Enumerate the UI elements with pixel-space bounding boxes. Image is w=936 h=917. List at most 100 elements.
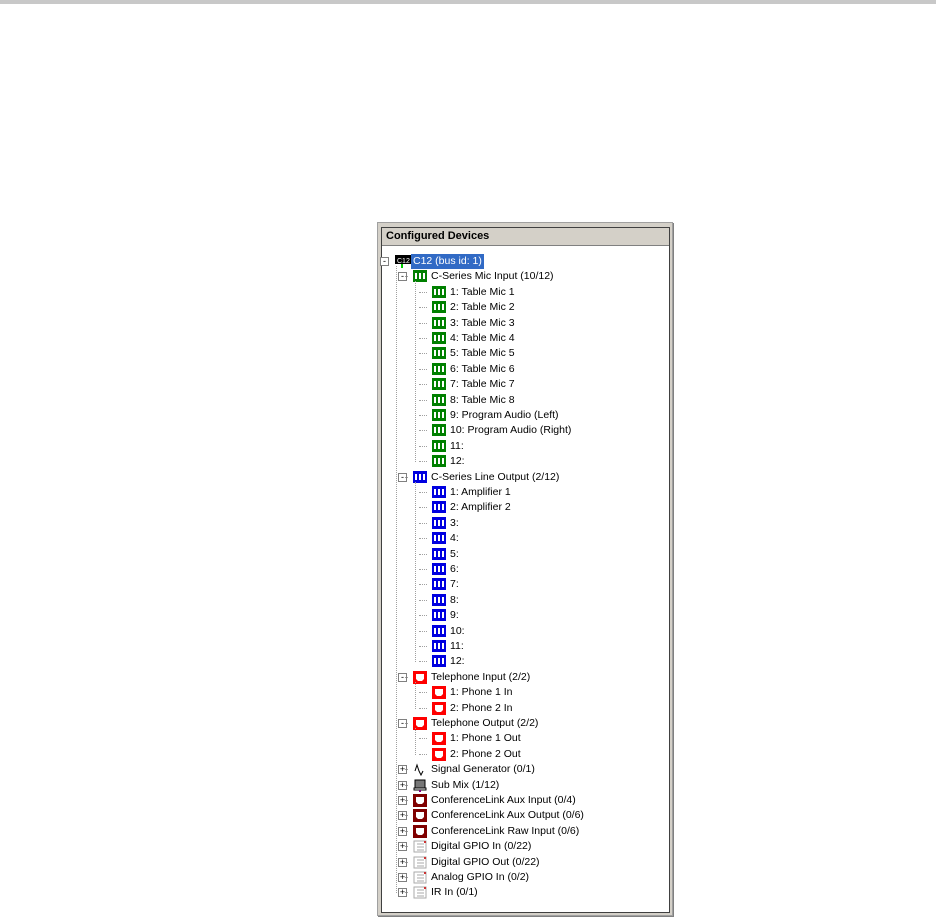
- tree-node[interactable]: -Telephone Input (2/2): [382, 670, 662, 685]
- tree-item-label[interactable]: 10: Program Audio (Right): [450, 424, 572, 437]
- tree-item[interactable]: 11:: [382, 639, 662, 654]
- tree-item-label[interactable]: 9:: [450, 609, 459, 622]
- telephone-icon: [432, 701, 446, 715]
- tree-item-label[interactable]: Telephone Input (2/2): [431, 670, 531, 683]
- tree-item-label[interactable]: 3: Table Mic 3: [450, 316, 515, 329]
- tree-node[interactable]: +ConferenceLink Aux Input (0/4): [382, 793, 662, 808]
- tree-item[interactable]: 1: Table Mic 1: [382, 285, 662, 300]
- tree-connector: [419, 338, 427, 339]
- tree-item[interactable]: 4:: [382, 531, 662, 546]
- tree-item-label[interactable]: 9: Program Audio (Left): [450, 409, 559, 421]
- tree-item-label[interactable]: 8: Table Mic 8: [450, 393, 515, 406]
- line-output-icon: [432, 532, 446, 545]
- tree-item[interactable]: 11:: [382, 439, 662, 454]
- tree-item[interactable]: 6:: [382, 562, 662, 577]
- tree-item-label[interactable]: 1: Table Mic 1: [450, 285, 515, 298]
- tree-item-label[interactable]: 3:: [450, 516, 459, 529]
- tree-item-label[interactable]: 8:: [450, 593, 459, 606]
- tree-item[interactable]: 12:: [382, 454, 662, 469]
- tree-item-label[interactable]: 2: Phone 2 Out: [450, 747, 521, 760]
- tree-item[interactable]: 8: Table Mic 8: [382, 393, 662, 408]
- tree-item[interactable]: 7: Table Mic 7: [382, 377, 662, 392]
- tree-item[interactable]: 8:: [382, 593, 662, 608]
- tree-item[interactable]: 12:: [382, 654, 662, 669]
- tree-item-label[interactable]: 1: Amplifier 1: [450, 486, 511, 498]
- tree-item-label[interactable]: Analog GPIO In (0/2): [431, 871, 530, 883]
- tree-item[interactable]: 1: Phone 1 Out: [382, 731, 662, 746]
- tree-item-label[interactable]: 11:: [450, 640, 464, 652]
- tree-node[interactable]: +Sub Mix (1/12): [382, 778, 662, 793]
- tree-item[interactable]: 2: Phone 2 Out: [382, 747, 662, 762]
- tree-item[interactable]: 5:: [382, 547, 662, 562]
- mic-input-icon: [432, 332, 446, 344]
- tree-item-label[interactable]: 4: Table Mic 4: [450, 332, 515, 344]
- tree-node[interactable]: -C-Series Line Output (2/12): [382, 470, 662, 485]
- tree-node[interactable]: +ConferenceLink Aux Output (0/6): [382, 808, 662, 823]
- tree-item-label[interactable]: C12 (bus id: 1): [411, 254, 484, 269]
- tree-item-label[interactable]: 12:: [450, 455, 465, 468]
- tree-item-label[interactable]: ConferenceLink Aux Input (0/4): [431, 794, 576, 806]
- tree-connector: [419, 415, 427, 416]
- tree-node[interactable]: -Telephone Output (2/2): [382, 716, 662, 731]
- collapse-toggle[interactable]: -: [380, 257, 389, 266]
- tree-item-label[interactable]: C-Series Mic Input (10/12): [431, 270, 554, 283]
- line-output-icon: [432, 655, 446, 668]
- tree-item-label[interactable]: C-Series Line Output (2/12): [431, 470, 560, 483]
- tree-connector: [419, 630, 427, 632]
- telephone-icon: [413, 670, 427, 684]
- tree-node[interactable]: +Signal Generator (0/1): [382, 762, 662, 777]
- tree-item-label[interactable]: Digital GPIO In (0/22): [431, 840, 532, 853]
- tree-item-label[interactable]: 5:: [450, 547, 459, 560]
- tree-item-label[interactable]: 4:: [450, 532, 459, 545]
- tree-line: [415, 281, 416, 463]
- tree-item[interactable]: 6: Table Mic 6: [382, 362, 662, 377]
- tree-node[interactable]: +Digital GPIO Out (0/22): [382, 855, 662, 870]
- tree-item-label[interactable]: 11:: [450, 439, 464, 452]
- tree-node[interactable]: +Analog GPIO In (0/2): [382, 870, 662, 885]
- tree-node[interactable]: +ConferenceLink Raw Input (0/6): [382, 824, 662, 839]
- tree-item-label[interactable]: Digital GPIO Out (0/22): [431, 855, 540, 868]
- mic-input-icon: [432, 347, 446, 360]
- tree-node[interactable]: +Digital GPIO In (0/22): [382, 839, 662, 854]
- tree-item[interactable]: 10:: [382, 624, 662, 639]
- tree-node[interactable]: +IR In (0/1): [382, 885, 662, 900]
- tree-item-label[interactable]: 7:: [450, 578, 459, 591]
- tree-item-label[interactable]: 2: Amplifier 2: [450, 501, 511, 514]
- tree-item-label[interactable]: 12:: [450, 655, 465, 668]
- tree-item-label[interactable]: 7: Table Mic 7: [450, 378, 515, 391]
- tree-item[interactable]: 1: Amplifier 1: [382, 485, 662, 500]
- tree-item[interactable]: 10: Program Audio (Right): [382, 423, 662, 438]
- tree-connector: [419, 492, 427, 493]
- tree-item-label[interactable]: 1: Phone 1 Out: [450, 732, 521, 745]
- tree-item[interactable]: 2: Table Mic 2: [382, 300, 662, 315]
- tree-item-label[interactable]: 5: Table Mic 5: [450, 347, 515, 360]
- tree-item[interactable]: 9: Program Audio (Left): [382, 408, 662, 423]
- tree-item-label[interactable]: ConferenceLink Aux Output (0/6): [431, 809, 584, 822]
- tree-item[interactable]: 1: Phone 1 In: [382, 685, 662, 700]
- tree-item-label[interactable]: ConferenceLink Raw Input (0/6): [431, 824, 580, 837]
- tree-item-label[interactable]: 10:: [450, 624, 465, 637]
- line-output-icon: [432, 578, 446, 591]
- tree-item[interactable]: 4: Table Mic 4: [382, 331, 662, 346]
- tree-node[interactable]: -C-Series Mic Input (10/12): [382, 269, 662, 284]
- tree-connector: [419, 322, 427, 324]
- tree-item[interactable]: 2: Amplifier 2: [382, 500, 662, 515]
- tree-item-label[interactable]: 2: Phone 2 In: [450, 701, 513, 714]
- tree-item[interactable]: 3: Table Mic 3: [382, 316, 662, 331]
- mic-input-icon: [432, 301, 446, 314]
- tree-item[interactable]: 7:: [382, 577, 662, 592]
- tree-item-label[interactable]: 6: Table Mic 6: [450, 362, 515, 375]
- tree-item[interactable]: 5: Table Mic 5: [382, 346, 662, 361]
- tree-item[interactable]: 9:: [382, 608, 662, 623]
- tree-item-label[interactable]: 6:: [450, 563, 459, 575]
- tree-item-label[interactable]: Telephone Output (2/2): [431, 717, 539, 729]
- tree-item-label[interactable]: 2: Table Mic 2: [450, 301, 515, 314]
- tree-item-label[interactable]: Sub Mix (1/12): [431, 778, 500, 791]
- tree-connector: [419, 368, 427, 370]
- tree-item[interactable]: 3:: [382, 516, 662, 531]
- tree-item[interactable]: 2: Phone 2 In: [382, 701, 662, 716]
- tree-item-label[interactable]: Signal Generator (0/1): [431, 763, 535, 776]
- tree-item-label[interactable]: IR In (0/1): [431, 886, 478, 899]
- tree-item-label[interactable]: 1: Phone 1 In: [450, 686, 513, 699]
